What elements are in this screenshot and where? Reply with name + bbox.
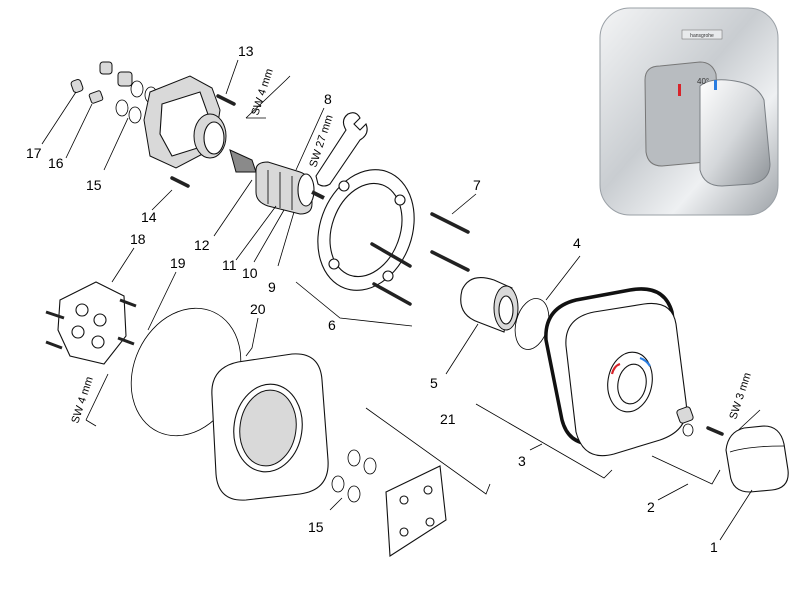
part-7-screws [370, 212, 470, 306]
callout-14: 14 [141, 209, 157, 225]
tool-label-sw4-bottom: SW 4 mm [69, 375, 95, 425]
part-21-plate [385, 465, 447, 557]
part-14-screw [170, 176, 190, 188]
part-2-adapter [676, 406, 724, 437]
callout-9: 9 [268, 279, 276, 295]
callout-20: 20 [250, 301, 266, 317]
part-15-o-rings-bottom [331, 449, 377, 503]
callout-1: 1 [710, 539, 718, 555]
hex-key-sw4-top [245, 75, 291, 119]
callout-15-bottom: 15 [308, 519, 324, 535]
part-main-body [143, 75, 257, 173]
part-13-screw [216, 94, 236, 106]
callout-8: 8 [324, 91, 332, 107]
callout-17: 17 [26, 145, 42, 161]
part-16-nipple [88, 90, 104, 104]
photo-brand-badge [681, 29, 723, 40]
photo-cold-mark [714, 80, 717, 90]
part-18-body [45, 281, 137, 365]
callout-3: 3 [518, 453, 526, 469]
product-photo: hansgrohe 40° [599, 7, 779, 216]
part-17-plug [70, 78, 84, 94]
callout-numbers: 1 2 3 4 5 6 7 8 9 10 11 12 13 14 15 15 1… [26, 43, 718, 555]
callout-18: 18 [130, 231, 146, 247]
callout-15-top: 15 [86, 177, 102, 193]
callout-21: 21 [440, 411, 456, 427]
callout-12: 12 [194, 237, 210, 253]
tool-label-sw4-top: SW 4 mm [249, 67, 275, 117]
callout-13: 13 [238, 43, 254, 59]
photo-temperature: 40° [697, 77, 709, 86]
part-stop-valves [99, 61, 133, 87]
photo-brand-text: hansgrohe [690, 33, 714, 39]
wrench-sw27 [315, 112, 368, 187]
callout-2: 2 [647, 499, 655, 515]
part-5-extension-sleeve [460, 277, 519, 333]
callout-10: 10 [242, 265, 258, 281]
callout-11: 11 [222, 257, 237, 273]
part-thermostat-cartridge [255, 161, 325, 215]
part-6-mounting-ring [317, 169, 415, 291]
callout-16: 16 [48, 155, 64, 171]
callout-4: 4 [573, 235, 581, 251]
callout-7: 7 [473, 177, 481, 193]
part-1-handle [725, 425, 789, 493]
tool-label-sw3: SW 3 mm [727, 371, 753, 421]
part-3-trim-plate [544, 287, 688, 457]
part-20-finish-frame [211, 353, 329, 501]
photo-knob-handle [699, 79, 771, 187]
callout-19: 19 [170, 255, 186, 271]
callout-5: 5 [430, 375, 438, 391]
callout-6: 6 [328, 317, 336, 333]
photo-hot-mark [678, 84, 681, 96]
hex-key-sw4-bottom [85, 373, 109, 427]
leader-lines [41, 59, 753, 541]
